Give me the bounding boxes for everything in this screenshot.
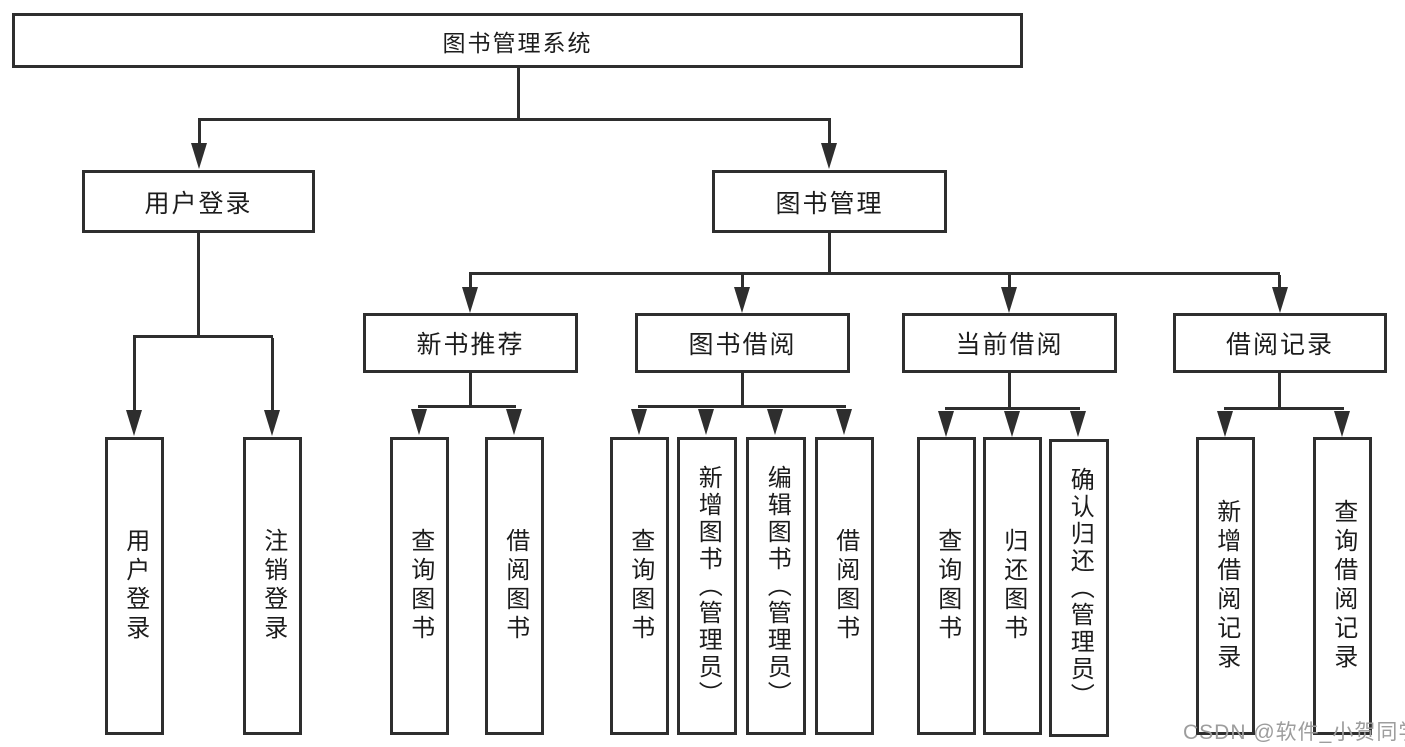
connector-drop-user-login bbox=[198, 121, 201, 144]
arrow-down-cb-query bbox=[938, 411, 954, 437]
arrow-down-ul-user-login bbox=[126, 410, 142, 436]
connector-drop-book-mgmt bbox=[828, 121, 831, 144]
leaf-cb-confirm-return-label: 确认归还（管理员） bbox=[1066, 466, 1094, 710]
connector-book-mgmt-stem bbox=[828, 233, 831, 274]
connector-root-stem bbox=[517, 68, 520, 120]
connector-new-book-rec-stem bbox=[469, 373, 472, 407]
leaf-logout-label: 注销登录 bbox=[259, 528, 287, 644]
leaf-bb-borrow-books: 借阅图书 bbox=[815, 437, 874, 735]
arrow-down-br-add bbox=[1217, 411, 1233, 437]
leaf-br-query-record-label: 查询借阅记录 bbox=[1329, 499, 1357, 673]
leaf-nb-borrow-books: 借阅图书 bbox=[485, 437, 544, 735]
node-current-borrow: 当前借阅 bbox=[902, 313, 1117, 373]
node-borrow-records-label: 借阅记录 bbox=[1225, 331, 1334, 359]
leaf-cb-return-books: 归还图书 bbox=[983, 437, 1042, 735]
leaf-br-add-record: 新增借阅记录 bbox=[1196, 437, 1255, 735]
leaf-cb-confirm-return: 确认归还（管理员） bbox=[1049, 439, 1109, 737]
connector-borrow-records-branch bbox=[1224, 407, 1344, 410]
connector-current-borrow-branch bbox=[945, 407, 1080, 410]
leaf-br-add-record-label: 新增借阅记录 bbox=[1212, 499, 1240, 673]
arrow-down-nb-query bbox=[411, 409, 427, 435]
connector-root-branch bbox=[198, 118, 831, 121]
arrow-down-bb-edit bbox=[767, 409, 783, 435]
leaf-bb-add-books: 新增图书（管理员） bbox=[677, 437, 737, 735]
arrow-down-book-mgmt bbox=[821, 143, 837, 169]
arrow-down-cb-confirm bbox=[1070, 411, 1086, 437]
node-book-borrow: 图书借阅 bbox=[635, 313, 850, 373]
leaf-nb-query-books-label: 查询图书 bbox=[406, 528, 434, 644]
leaf-br-query-record: 查询借阅记录 bbox=[1313, 437, 1372, 735]
leaf-user-login-label: 用户登录 bbox=[121, 528, 149, 644]
connector-drop-ul-logout bbox=[271, 338, 274, 412]
connector-user-login-branch bbox=[133, 335, 273, 338]
leaf-bb-edit-books: 编辑图书（管理员） bbox=[746, 437, 806, 735]
leaf-nb-query-books: 查询图书 bbox=[390, 437, 449, 735]
arrow-down-borrow-records bbox=[1272, 287, 1288, 313]
node-root-label: 图书管理系统 bbox=[442, 29, 593, 56]
connector-book-mgmt-branch bbox=[469, 272, 1280, 275]
connector-borrow-records-stem bbox=[1278, 373, 1281, 409]
arrow-down-br-query bbox=[1334, 411, 1350, 437]
leaf-cb-query-books: 查询图书 bbox=[917, 437, 976, 735]
leaf-user-login: 用户登录 bbox=[105, 437, 164, 735]
arrow-down-bb-borrow bbox=[836, 409, 852, 435]
node-new-book-rec: 新书推荐 bbox=[363, 313, 578, 373]
leaf-cb-return-books-label: 归还图书 bbox=[999, 528, 1027, 644]
connector-drop-book-borrow bbox=[741, 275, 744, 288]
leaf-nb-borrow-books-label: 借阅图书 bbox=[501, 528, 529, 644]
leaf-bb-borrow-books-label: 借阅图书 bbox=[831, 528, 859, 644]
node-user-login: 用户登录 bbox=[82, 170, 315, 233]
arrow-down-book-borrow bbox=[734, 287, 750, 313]
connector-drop-borrow-records bbox=[1278, 275, 1281, 288]
connector-book-borrow-stem bbox=[741, 373, 744, 407]
arrow-down-ul-logout bbox=[264, 410, 280, 436]
connector-current-borrow-stem bbox=[1008, 373, 1011, 409]
leaf-bb-query-books: 查询图书 bbox=[610, 437, 669, 735]
leaf-logout: 注销登录 bbox=[243, 437, 302, 735]
arrow-down-cb-return bbox=[1004, 411, 1020, 437]
connector-drop-current-borrow bbox=[1008, 275, 1011, 288]
arrow-down-nb-borrow bbox=[506, 409, 522, 435]
leaf-cb-query-books-label: 查询图书 bbox=[933, 528, 961, 644]
arrow-down-user-login bbox=[191, 143, 207, 169]
connector-new-book-rec-branch bbox=[418, 405, 516, 408]
csdn-watermark: CSDN @软件_小贺同学 bbox=[1183, 721, 1405, 744]
node-book-mgmt: 图书管理 bbox=[712, 170, 947, 233]
leaf-bb-add-books-label: 新增图书（管理员） bbox=[694, 464, 722, 708]
arrow-down-new-book-rec bbox=[462, 287, 478, 313]
arrow-down-bb-query bbox=[631, 409, 647, 435]
node-new-book-rec-label: 新书推荐 bbox=[416, 331, 525, 359]
connector-book-borrow-branch bbox=[638, 405, 846, 408]
arrow-down-current-borrow bbox=[1001, 287, 1017, 313]
leaf-bb-edit-books-label: 编辑图书（管理员） bbox=[763, 464, 791, 708]
node-book-borrow-label: 图书借阅 bbox=[688, 331, 797, 359]
node-root: 图书管理系统 bbox=[12, 13, 1023, 68]
connector-drop-ul-user-login bbox=[133, 338, 136, 412]
node-user-login-label: 用户登录 bbox=[144, 189, 253, 218]
node-borrow-records: 借阅记录 bbox=[1173, 313, 1387, 373]
connector-drop-new-book-rec bbox=[469, 275, 472, 288]
node-book-mgmt-label: 图书管理 bbox=[775, 189, 884, 218]
node-current-borrow-label: 当前借阅 bbox=[955, 331, 1064, 359]
arrow-down-bb-add bbox=[698, 409, 714, 435]
connector-user-login-stem bbox=[197, 233, 200, 337]
leaf-bb-query-books-label: 查询图书 bbox=[626, 528, 654, 644]
